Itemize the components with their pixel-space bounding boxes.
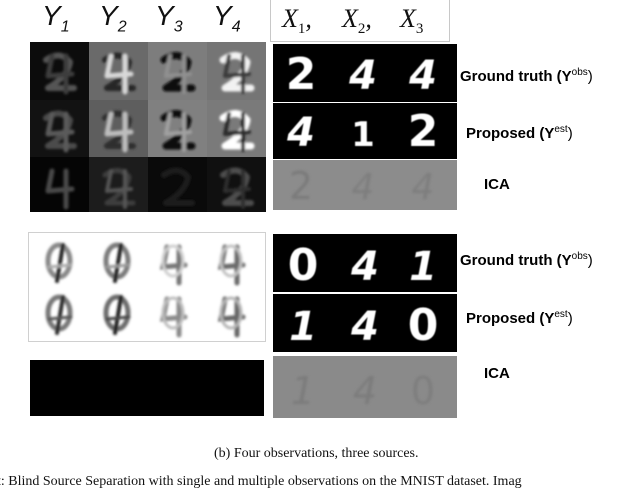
mix2-glyph-r2-y1 (45, 294, 73, 335)
set2-observation-grid (45, 242, 246, 338)
mix-glyph-r3-y3 (161, 167, 195, 206)
set2-label-ica: ICA (484, 365, 510, 382)
x1-header: X1, (282, 4, 312, 38)
set2-proposed-digit-1: 1 (289, 304, 317, 350)
set2-ica-digit-2: 4 (353, 369, 377, 413)
set1-label-ground-truth: Ground truth (Yobs) (460, 67, 593, 85)
mix2-glyph-r2-y3 (159, 296, 188, 338)
set1-source-digits: 2 4 4 4 1 2 2 4 4 (286, 49, 439, 208)
y4-header: Y4 (213, 0, 241, 36)
mix2-glyph-r2-y2 (103, 294, 131, 335)
mix-glyph-r1-y3 (160, 52, 196, 94)
set2-gt-row (273, 234, 457, 292)
set2-ica-row (273, 356, 457, 418)
mix-glyph-r1-y1 (43, 52, 77, 95)
set1-ica-row (273, 160, 457, 210)
set1-gt-row (273, 44, 457, 102)
mix-glyph-r2-y4 (219, 110, 255, 152)
y1-header: Y1 (42, 0, 70, 36)
set2-ica-mixture-block (30, 360, 264, 416)
set1-gt-digit-2: 4 (348, 53, 377, 99)
set2-observations (28, 232, 266, 342)
set1-gt-digit-1: 2 (286, 49, 317, 100)
set2-gt-digit-2: 4 (350, 244, 379, 290)
set2-label-proposed: Proposed (Yest) (466, 309, 573, 327)
set1-ica-digit-1: 2 (289, 164, 313, 208)
x3-header: X3 (400, 4, 424, 38)
set2-proposed-digit-2: 4 (350, 304, 379, 350)
subfigure-caption: (b) Four observations, three sources. (214, 446, 419, 461)
mix2-glyph-r2-y4 (217, 296, 246, 338)
mix-glyph-r3-y2 (102, 168, 136, 209)
set1-sources: 2 4 4 4 1 2 2 4 4 (273, 44, 457, 210)
x-header-box (270, 0, 450, 42)
set1-proposed-row (273, 103, 457, 159)
mix-glyph-r2-y1 (43, 110, 77, 153)
set1-observation-grid (30, 42, 266, 212)
mix2-glyph-r1-y4 (217, 244, 246, 286)
mix-glyph-r2-y2 (102, 110, 136, 153)
set2-ica-digit-3: 0 (411, 369, 435, 413)
set1-proposed-digit-3: 2 (408, 106, 439, 157)
set1-label-proposed: Proposed (Yest) (466, 124, 573, 142)
set2-gt-digit-1: 0 (288, 240, 319, 291)
set2-source-digits: 0 4 1 1 4 0 1 4 0 (288, 240, 439, 413)
obs-tile-r1-y2 (89, 42, 148, 100)
set1-observations (30, 42, 266, 212)
set1-ica-digit-3: 4 (412, 167, 435, 208)
set2-label-ground-truth: Ground truth (Yobs) (460, 251, 593, 269)
set1-gt-digit-3: 4 (408, 53, 437, 99)
mix-glyph-r3-y4 (220, 167, 254, 209)
set1-ica-digit-2: 4 (352, 167, 375, 208)
mix-glyph-r1-y4 (219, 52, 255, 94)
mix2-glyph-r1-y3 (159, 244, 188, 286)
set2-gt-digit-3: 1 (409, 244, 437, 290)
mix2-glyph-r1-y2 (103, 242, 131, 283)
x2-header: X2, (342, 4, 372, 38)
set1-proposed-digit-1: 4 (286, 110, 315, 156)
set2-ica-digit-1: 1 (291, 369, 315, 413)
set2-proposed-digit-3: 0 (408, 300, 439, 351)
set2-sources: 0 4 1 1 4 0 1 4 0 (273, 234, 457, 418)
set1-label-ica: ICA (484, 176, 510, 193)
y2-header: Y2 (99, 0, 127, 36)
mix-glyph-r2-y3 (160, 110, 196, 152)
y3-header: Y3 (155, 0, 183, 36)
mix2-glyph-r1-y1 (45, 242, 73, 283)
set1-proposed-digit-2: 1 (351, 115, 375, 155)
obs-tile-r3-y1 (30, 157, 89, 212)
mix-glyph-r1-y2 (102, 52, 136, 95)
mix-glyph-r3-y1 (45, 168, 75, 210)
set2-proposed-row (273, 294, 457, 352)
figure-caption-partial: t: Blind Source Separation with single a… (0, 474, 522, 489)
obs-tile-r1-y1 (30, 42, 89, 100)
